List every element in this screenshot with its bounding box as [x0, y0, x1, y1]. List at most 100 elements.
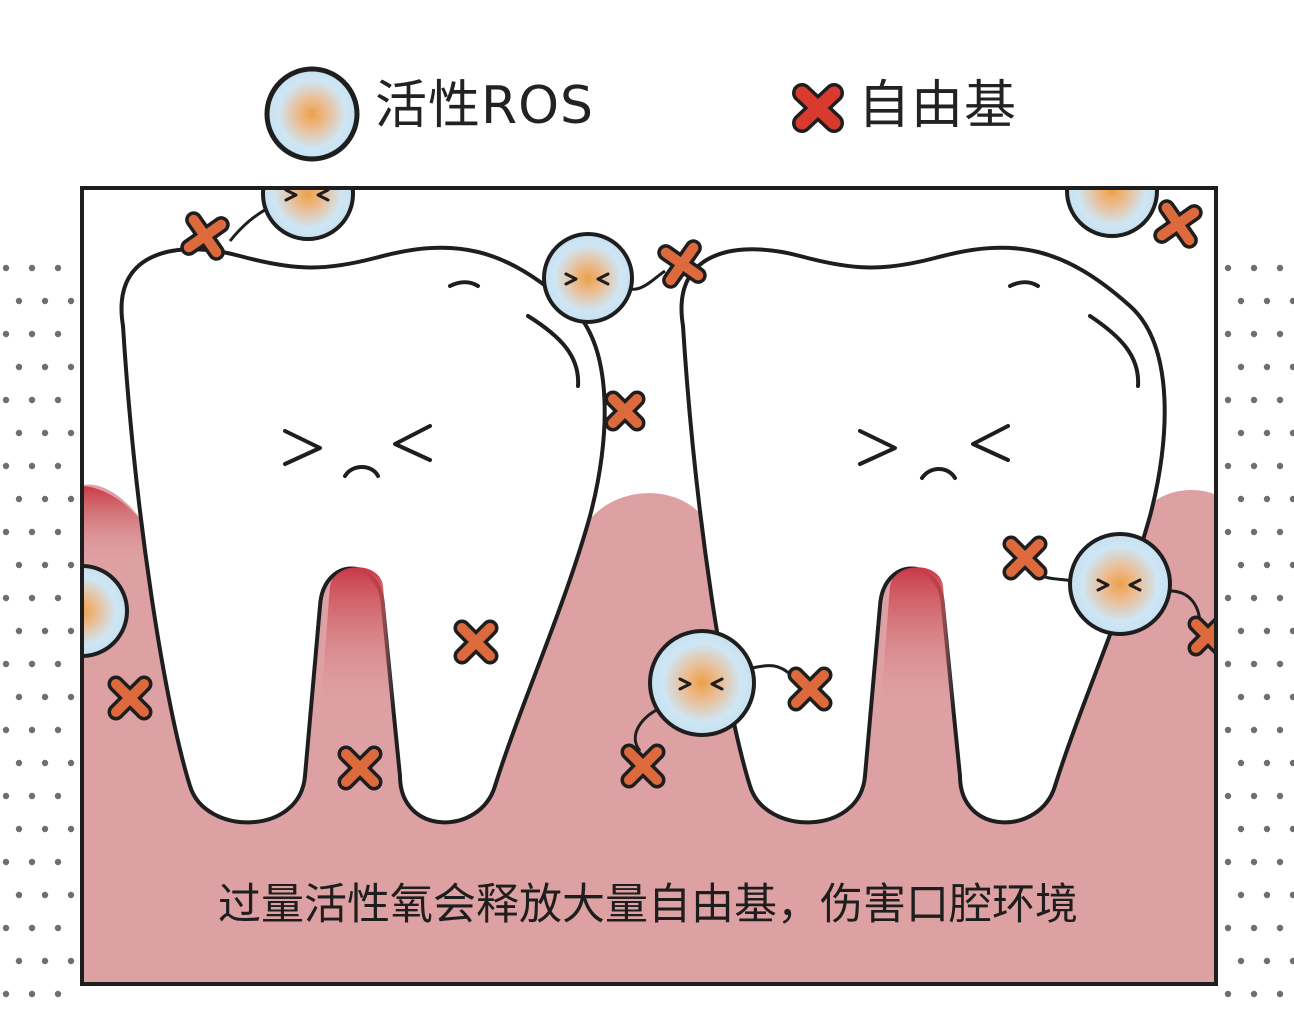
background-dot — [1237, 429, 1245, 437]
background-dot — [41, 495, 49, 503]
background-dot — [1237, 891, 1245, 899]
background-dot — [1224, 264, 1232, 272]
background-dot — [28, 462, 36, 470]
background-dot — [2, 990, 10, 998]
background-dot — [28, 924, 36, 932]
background-dot — [1224, 660, 1232, 668]
background-dot — [1263, 627, 1271, 635]
background-dot — [41, 363, 49, 371]
ros-bubble — [1065, 190, 1159, 238]
background-dot — [15, 891, 23, 899]
background-dot — [1250, 858, 1258, 866]
background-dot — [1276, 528, 1284, 536]
background-dot — [1289, 495, 1294, 503]
gum-root-right — [880, 567, 955, 716]
background-dot — [54, 726, 62, 734]
left-tooth-face — [283, 280, 581, 478]
background-dot — [1250, 528, 1258, 536]
background-dot — [1276, 726, 1284, 734]
background-dot — [28, 264, 36, 272]
background-dot — [15, 429, 23, 437]
scene-frame — [80, 186, 1218, 986]
background-dot — [1250, 264, 1258, 272]
background-dot — [2, 594, 10, 602]
background-dot — [67, 693, 75, 701]
free-radical-cross — [107, 675, 153, 721]
background-dot — [1276, 924, 1284, 932]
tooth-gum-scene — [80, 186, 1218, 986]
background-dot — [2, 396, 10, 404]
background-dot — [2, 330, 10, 338]
background-dot — [15, 297, 23, 305]
background-dot — [67, 627, 75, 635]
legend-free-radical-label: 自由基 — [858, 76, 1018, 136]
background-dot — [28, 726, 36, 734]
background-dot — [1263, 561, 1271, 569]
x-cross-icon — [792, 83, 844, 133]
left-tooth — [119, 245, 607, 825]
free-radical-cross — [1187, 615, 1214, 657]
background-dot — [1250, 462, 1258, 470]
background-dot — [1263, 429, 1271, 437]
background-dot — [2, 462, 10, 470]
background-dot — [54, 396, 62, 404]
background-dot — [15, 627, 23, 635]
background-dot — [28, 990, 36, 998]
background-dot — [1224, 726, 1232, 734]
background-dot — [1250, 330, 1258, 338]
background-dot — [2, 792, 10, 800]
background-dot — [2, 660, 10, 668]
background-dot — [1289, 693, 1294, 701]
free-radical-cross — [620, 743, 666, 789]
background-dot — [54, 858, 62, 866]
background-dot — [1224, 396, 1232, 404]
background-dot — [1250, 990, 1258, 998]
ros-bubble-icon — [264, 66, 360, 162]
background-dot — [1276, 264, 1284, 272]
legend-ros-label: 活性ROS — [375, 76, 595, 136]
background-dot — [1263, 495, 1271, 503]
background-dot — [1289, 627, 1294, 635]
free-radical-cross — [337, 745, 383, 791]
background-dot — [1276, 660, 1284, 668]
background-dot — [1237, 627, 1245, 635]
background-dot — [1224, 462, 1232, 470]
background-dot — [1263, 825, 1271, 833]
background-dot — [2, 858, 10, 866]
background-dot — [15, 957, 23, 965]
background-dot — [1276, 396, 1284, 404]
background-dot — [54, 660, 62, 668]
free-radical-cross — [180, 211, 230, 261]
ros-bubble — [648, 629, 756, 737]
background-dot — [28, 528, 36, 536]
background-dot — [1237, 363, 1245, 371]
background-dot — [54, 462, 62, 470]
background-dot — [1237, 957, 1245, 965]
background-dot — [54, 264, 62, 272]
background-dot — [1289, 429, 1294, 437]
background-dot — [1237, 693, 1245, 701]
background-dot — [67, 297, 75, 305]
ros-bubble — [542, 232, 634, 324]
background-dot — [1224, 792, 1232, 800]
background-dot — [28, 396, 36, 404]
background-dot — [1250, 594, 1258, 602]
background-dot — [1237, 495, 1245, 503]
free-radical-cross — [453, 619, 499, 665]
background-dot — [54, 330, 62, 338]
background-dot — [15, 825, 23, 833]
background-dot — [41, 891, 49, 899]
background-dot — [28, 660, 36, 668]
free-radical-cross — [1002, 535, 1048, 581]
background-dot — [28, 330, 36, 338]
background-dot — [67, 495, 75, 503]
background-dot — [67, 363, 75, 371]
background-dot — [1250, 792, 1258, 800]
background-dot — [67, 561, 75, 569]
background-dot — [1276, 858, 1284, 866]
background-dot — [1237, 759, 1245, 767]
background-dot — [1263, 891, 1271, 899]
gum-root-left — [320, 567, 395, 716]
background-dot — [1289, 297, 1294, 305]
